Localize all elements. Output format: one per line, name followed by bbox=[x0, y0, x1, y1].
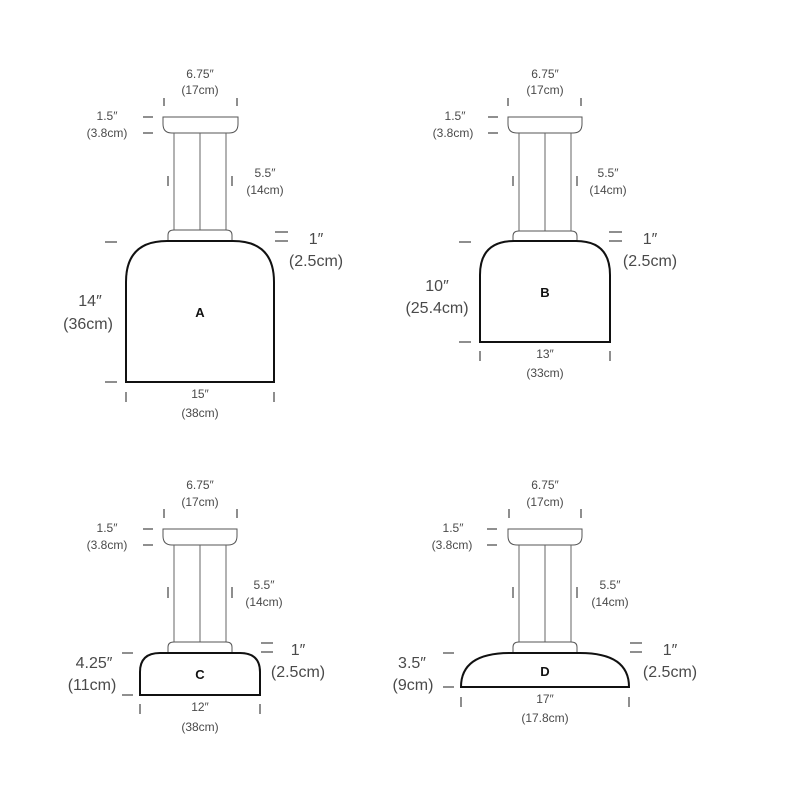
stem-length-in: 5.5″ bbox=[255, 166, 277, 180]
canopy-height-in: 1.5″ bbox=[97, 109, 119, 123]
shade-width-in: 17″ bbox=[536, 692, 554, 706]
shade bbox=[125, 240, 275, 383]
shade-width-in: 13″ bbox=[536, 347, 554, 361]
canopy bbox=[162, 528, 238, 546]
canopy bbox=[507, 116, 583, 134]
canopy-height-cm: (3.8cm) bbox=[87, 538, 128, 552]
collar bbox=[512, 641, 578, 653]
variant-label: B bbox=[540, 285, 549, 300]
stem-length-cm: (14cm) bbox=[589, 183, 626, 197]
canopy bbox=[507, 528, 583, 546]
collar bbox=[167, 229, 233, 241]
canopy-height-cm: (3.8cm) bbox=[87, 126, 128, 140]
stem-length-cm: (14cm) bbox=[246, 183, 283, 197]
canopy-width-in: 6.75″ bbox=[186, 478, 214, 492]
shade-width-cm: (33cm) bbox=[526, 366, 563, 380]
collar-height-in: 1″ bbox=[643, 231, 658, 248]
variant-label: A bbox=[195, 305, 205, 320]
shade-height-in: 3.5″ bbox=[398, 655, 426, 672]
canopy-height-cm: (3.8cm) bbox=[432, 538, 473, 552]
variant-b: 6.75″ (17cm) 1.5″ (3.8cm) 5.5″ (14cm) 1″… bbox=[405, 67, 677, 380]
stem-length-in: 5.5″ bbox=[254, 578, 276, 592]
shade-width-in: 12″ bbox=[191, 700, 209, 714]
collar-height-cm: (2.5cm) bbox=[643, 664, 697, 681]
stem-length-in: 5.5″ bbox=[598, 166, 620, 180]
collar bbox=[512, 230, 578, 241]
variant-a: 6.75″ (17cm) 1.5″ (3.8cm) 5.5″ (14cm) 1″… bbox=[63, 67, 343, 420]
variant-d: 6.75″ (17cm) 1.5″ (3.8cm) 5.5″ (14cm) 1″… bbox=[393, 478, 698, 725]
shade-width-cm: (38cm) bbox=[181, 406, 218, 420]
collar bbox=[167, 641, 233, 653]
shade-height-cm: (25.4cm) bbox=[405, 300, 468, 317]
canopy-height-in: 1.5″ bbox=[97, 521, 119, 535]
stem-length-cm: (14cm) bbox=[245, 595, 282, 609]
canopy-width-in: 6.75″ bbox=[531, 478, 559, 492]
collar-height-in: 1″ bbox=[309, 231, 324, 248]
shade bbox=[139, 652, 261, 696]
stem-length-in: 5.5″ bbox=[600, 578, 622, 592]
shade-height-cm: (11cm) bbox=[68, 677, 117, 694]
stem-length-cm: (14cm) bbox=[591, 595, 628, 609]
variant-label: D bbox=[540, 664, 549, 679]
shade-height-cm: (36cm) bbox=[63, 316, 113, 333]
shade-height-cm: (9cm) bbox=[393, 677, 434, 694]
canopy-width-cm: (17cm) bbox=[181, 83, 218, 97]
variant-label: C bbox=[195, 667, 205, 682]
canopy-height-in: 1.5″ bbox=[443, 521, 465, 535]
shade-width-in: 15″ bbox=[191, 387, 209, 401]
shade bbox=[479, 240, 611, 343]
canopy-width-in: 6.75″ bbox=[531, 67, 559, 81]
collar-height-cm: (2.5cm) bbox=[271, 664, 325, 681]
shade-width-cm: (38cm) bbox=[181, 720, 218, 734]
canopy-width-cm: (17cm) bbox=[181, 495, 218, 509]
collar-height-in: 1″ bbox=[663, 642, 678, 659]
canopy-width-in: 6.75″ bbox=[186, 67, 214, 81]
collar-height-in: 1″ bbox=[291, 642, 306, 659]
shade-width-cm: (17.8cm) bbox=[521, 711, 568, 725]
canopy bbox=[162, 116, 239, 134]
collar-height-cm: (2.5cm) bbox=[623, 253, 677, 270]
canopy-height-in: 1.5″ bbox=[445, 109, 467, 123]
shade-height-in: 4.25″ bbox=[76, 655, 113, 672]
canopy-height-cm: (3.8cm) bbox=[433, 126, 474, 140]
collar-height-cm: (2.5cm) bbox=[289, 253, 343, 270]
shade-height-in: 10″ bbox=[425, 278, 449, 295]
shade-height-in: 14″ bbox=[78, 293, 102, 310]
canopy-width-cm: (17cm) bbox=[526, 495, 563, 509]
canopy-width-cm: (17cm) bbox=[526, 83, 563, 97]
shade bbox=[459, 652, 631, 688]
variant-c: 6.75″ (17cm) 1.5″ (3.8cm) 5.5″ (14cm) 1″… bbox=[68, 478, 325, 734]
